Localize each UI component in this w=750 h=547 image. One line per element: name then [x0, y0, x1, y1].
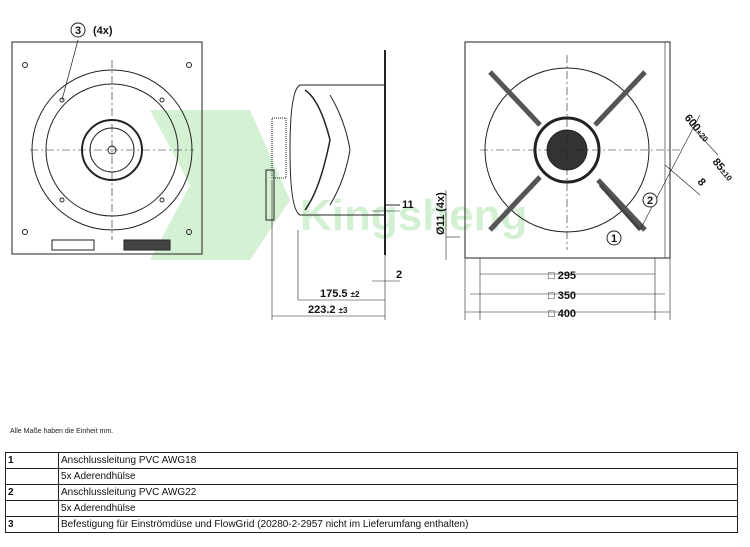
row-number [5, 468, 59, 485]
dim-223: 223.2 ±3 [308, 304, 348, 316]
callout-3-count: (4x) [93, 25, 113, 37]
units-note: Alle Maße haben die Einheit mm. [10, 428, 114, 435]
row-text: Anschlussleitung PVC AWG22 [58, 484, 738, 501]
dim-400: □ 400 [548, 308, 576, 320]
callout-3-circle [70, 22, 86, 38]
row-text: 5x Aderendhülse [58, 468, 738, 485]
front-view [11, 39, 203, 255]
callout-2: 2 [647, 195, 653, 207]
callout-1: 1 [611, 233, 617, 245]
callout-3: 3 [75, 25, 81, 37]
row-text: Anschlussleitung PVC AWG18 [58, 452, 738, 469]
side-view [265, 50, 460, 320]
callout-1-circle [606, 230, 622, 246]
row-number: 3 [5, 516, 59, 533]
callout-2-circle [642, 192, 658, 208]
row-text: 5x Aderendhülse [58, 500, 738, 517]
dim-350: □ 350 [548, 290, 576, 302]
dim-600: 600+20 [682, 112, 712, 145]
row-text: Befestigung für Einströmdüse und FlowGri… [58, 516, 738, 533]
dim-hole-diameter: Ø11 (4x) [435, 192, 447, 235]
watermark-logo: Kingsheng [150, 110, 527, 260]
row-number: 2 [5, 484, 59, 501]
table-row: 5x Aderendhülse [5, 500, 738, 517]
dim-85: 85±10 [710, 156, 736, 184]
dim-295: □ 295 [548, 270, 576, 282]
dim-175: 175.5 ±2 [320, 288, 360, 300]
dim-8: 8 [695, 176, 708, 188]
dim-2: 2 [396, 269, 402, 281]
row-number: 1 [5, 452, 59, 469]
table-row: 5x Aderendhülse [5, 468, 738, 485]
row-number [5, 500, 59, 517]
rear-view [464, 41, 719, 320]
dim-11: 11 [402, 199, 414, 211]
drawing-canvas: Kingsheng 3 (4x) [11, 22, 736, 320]
